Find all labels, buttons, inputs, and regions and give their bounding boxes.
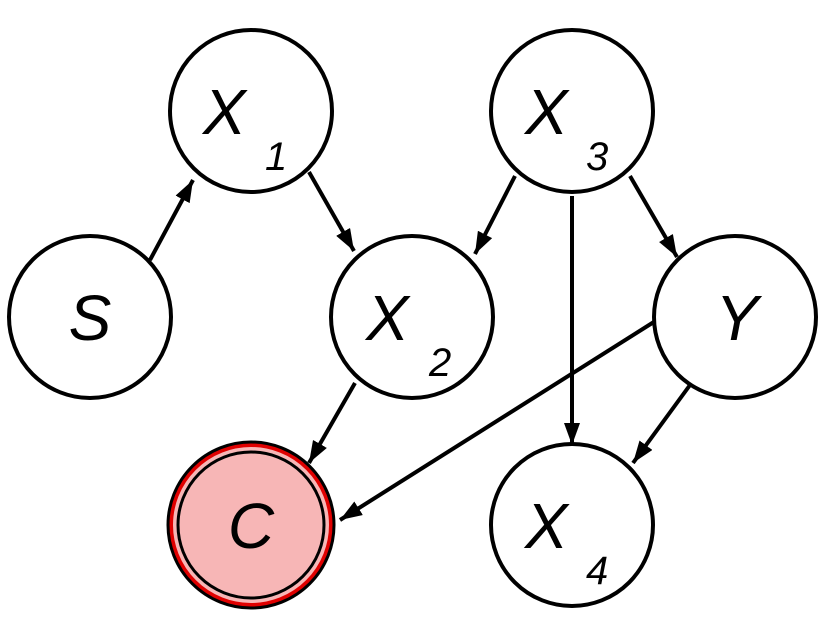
node-x2-label: X: [364, 282, 411, 354]
node-x1: X1: [168, 28, 334, 194]
node-y-label: Y: [716, 282, 763, 354]
edge-x1-to-x2: [307, 171, 356, 252]
edges-layer: [148, 171, 692, 522]
svg-text:X4: X4: [523, 490, 608, 593]
node-x1-label: X: [201, 76, 248, 148]
svg-text:X1: X1: [201, 76, 287, 179]
node-x3-label: X: [523, 76, 570, 148]
svg-text:X3: X3: [523, 76, 608, 179]
edge-x3-to-y: [628, 174, 679, 259]
edge-x2-to-c: [307, 382, 357, 464]
node-s-label: S: [69, 282, 112, 354]
node-c: C: [166, 440, 336, 610]
node-c-circle: [167, 441, 335, 609]
node-x4: X4: [489, 442, 655, 608]
node-x1-subscript: 1: [265, 135, 287, 179]
node-x3-subscript: 3: [586, 135, 608, 179]
svg-text:X2: X2: [364, 282, 451, 385]
edge-s-to-x1: [148, 179, 195, 261]
node-x2: X2: [329, 234, 495, 400]
node-x2-subscript: 2: [428, 341, 451, 385]
edge-y-to-x4: [631, 383, 692, 465]
node-x4-subscript: 4: [586, 549, 608, 593]
node-c-inner-ring: [176, 450, 326, 600]
node-s: S: [7, 234, 173, 400]
edge-x3-to-x2: [473, 175, 517, 255]
node-x3: X3: [489, 28, 655, 194]
node-c-label: C: [228, 490, 275, 562]
edge-y-to-c: [338, 318, 659, 522]
node-c-outer-ring: [166, 440, 336, 610]
node-y: Y: [652, 234, 818, 400]
node-x4-label: X: [523, 490, 570, 562]
